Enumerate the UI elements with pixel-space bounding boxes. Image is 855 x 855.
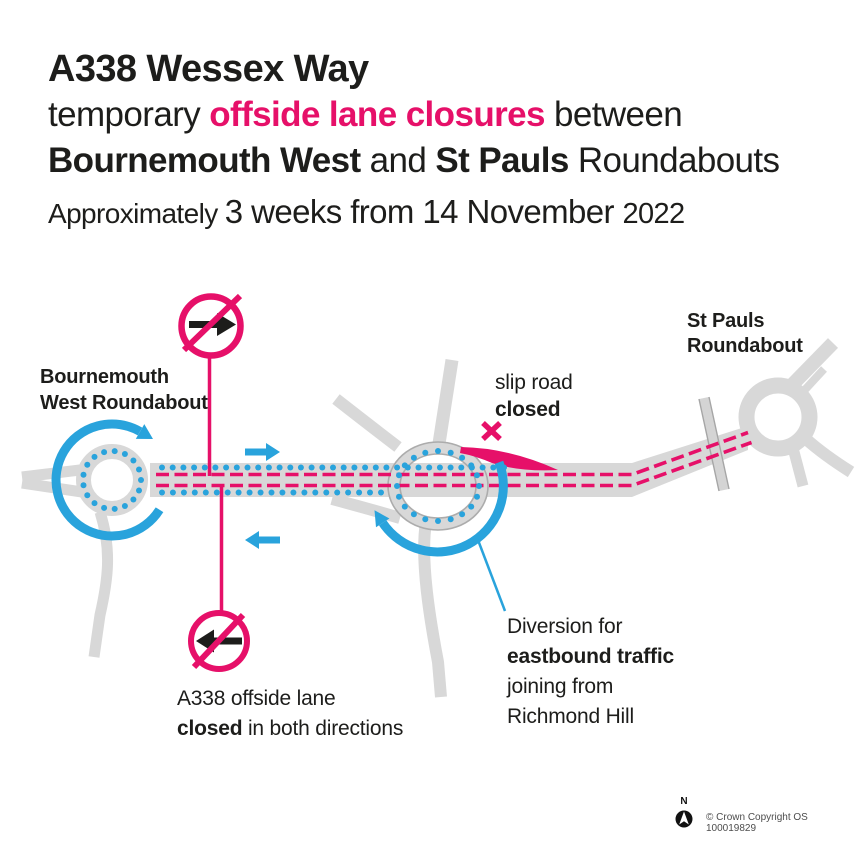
st-pauls-label-line2: Roundabout <box>687 335 803 357</box>
location-st-pauls: St Pauls <box>435 141 569 180</box>
westbound-arrow <box>245 531 280 549</box>
slip-road-closed-label: slip road closed <box>495 369 573 423</box>
page-title: A338 Wessex Way <box>48 48 369 90</box>
richmond-hill-road-north <box>431 359 459 451</box>
diversion-callout-line <box>476 539 507 612</box>
no-right-turn-sign <box>178 293 244 359</box>
richmond-hill-road-south <box>418 521 447 698</box>
stpauls-road-se <box>802 434 855 478</box>
stpauls-road-south <box>787 446 809 488</box>
sign-arrow-shaft-top <box>189 321 219 328</box>
slip-road-label-line2: closed <box>495 398 561 421</box>
diversion-label-line2: eastbound traffic <box>507 645 674 668</box>
a338-main-road <box>150 426 748 497</box>
westbound-arrow-shaft <box>259 536 280 544</box>
closure-dash-lower <box>156 440 753 488</box>
eastbound-arrow-head <box>266 443 280 461</box>
sign-arrow-shaft-bottom <box>212 637 242 645</box>
no-left-turn-sign <box>188 610 250 672</box>
lane-closure-dashes <box>156 430 753 488</box>
bournemouth-west-label-line2: West Roundabout <box>40 392 208 414</box>
bw-circulation-arrow <box>51 419 164 541</box>
a338-closure-closed: closed <box>177 717 243 740</box>
subtitle-pre: temporary <box>48 95 210 134</box>
compass-icon <box>675 810 693 828</box>
bridge-edge-right <box>708 396 730 490</box>
st-pauls-label: St Pauls Roundabout <box>687 309 803 359</box>
closure-dash-upper <box>156 430 749 477</box>
bournemouth-south-road <box>88 510 114 658</box>
duration-approximately: Approximately <box>48 198 225 229</box>
compass-needle <box>679 811 689 825</box>
central-arc-arrowhead <box>374 510 390 528</box>
westbound-arrow-head <box>245 531 259 549</box>
a338-closure-rest: in both directions <box>242 717 404 740</box>
duration-line: Approximately 3 weeks from 14 November 2… <box>48 193 685 231</box>
slip-road-lower-left <box>330 493 402 524</box>
x-stroke-2 <box>481 420 502 442</box>
bournemouth-west-label: Bournemouth West Roundabout <box>40 364 208 416</box>
duration-main: 3 weeks from 14 November <box>224 193 623 230</box>
closed-slip-road-wedge <box>460 447 558 471</box>
central-arc <box>378 460 508 557</box>
location-bournemouth-west: Bournemouth West <box>48 141 361 180</box>
road-network <box>21 338 855 698</box>
bournemouth-west-label-line1: Bournemouth <box>40 366 169 388</box>
location-and: and <box>360 141 436 180</box>
diversion-dots-top <box>159 464 507 471</box>
west-road-upper <box>21 464 81 483</box>
subtitle-locations-line: Bournemouth West and St Pauls Roundabout… <box>48 141 780 181</box>
diversion-label-line3: joining from <box>507 675 614 698</box>
a338-closure-label-line1: A338 offside lane <box>177 687 336 710</box>
closed-x-icon <box>481 420 502 442</box>
duration-year: 2022 <box>622 198 685 230</box>
stpauls-road-ne <box>785 338 839 391</box>
diversion-label-line4: Richmond Hill <box>507 705 634 728</box>
a338-closure-label: A338 offside lane closed in both directi… <box>177 684 403 744</box>
subtitle-highlight: offside lane closures <box>209 95 545 134</box>
st-pauls-label-line1: St Pauls <box>687 310 765 332</box>
subtitle-closure-line: temporary offside lane closures between <box>48 95 683 135</box>
compass-north-label: N <box>680 796 688 807</box>
slip-road-upper-left <box>332 394 402 452</box>
copyright-notice: © Crown Copyright OS 100019829 <box>706 812 808 834</box>
central-circulation-arrow <box>374 460 508 557</box>
stpauls-roundabout-ring <box>738 377 818 457</box>
slip-road-label-line1: slip road <box>495 371 573 394</box>
sign-slash-bottom <box>191 612 246 670</box>
location-roundabouts: Roundabouts <box>568 141 780 180</box>
diversion-dots-central-ring <box>394 448 482 524</box>
diversion-dots-bw-ring <box>80 448 144 512</box>
diversion-label: Diversion for eastbound traffic joining … <box>507 612 674 732</box>
bw-arc <box>51 419 164 541</box>
diversion-label-line1: Diversion for <box>507 615 623 638</box>
eastbound-arrow-shaft <box>245 448 266 456</box>
diversion-dots-bottom <box>159 489 384 496</box>
sign-arrow-head-top <box>217 313 236 336</box>
subtitle-post: between <box>544 95 683 134</box>
bw-arc-arrowhead <box>135 424 153 439</box>
a338-closure-label-line2: closed in both directions <box>177 714 403 744</box>
sign-slash-top <box>181 293 243 353</box>
eastbound-arrow <box>245 443 280 461</box>
